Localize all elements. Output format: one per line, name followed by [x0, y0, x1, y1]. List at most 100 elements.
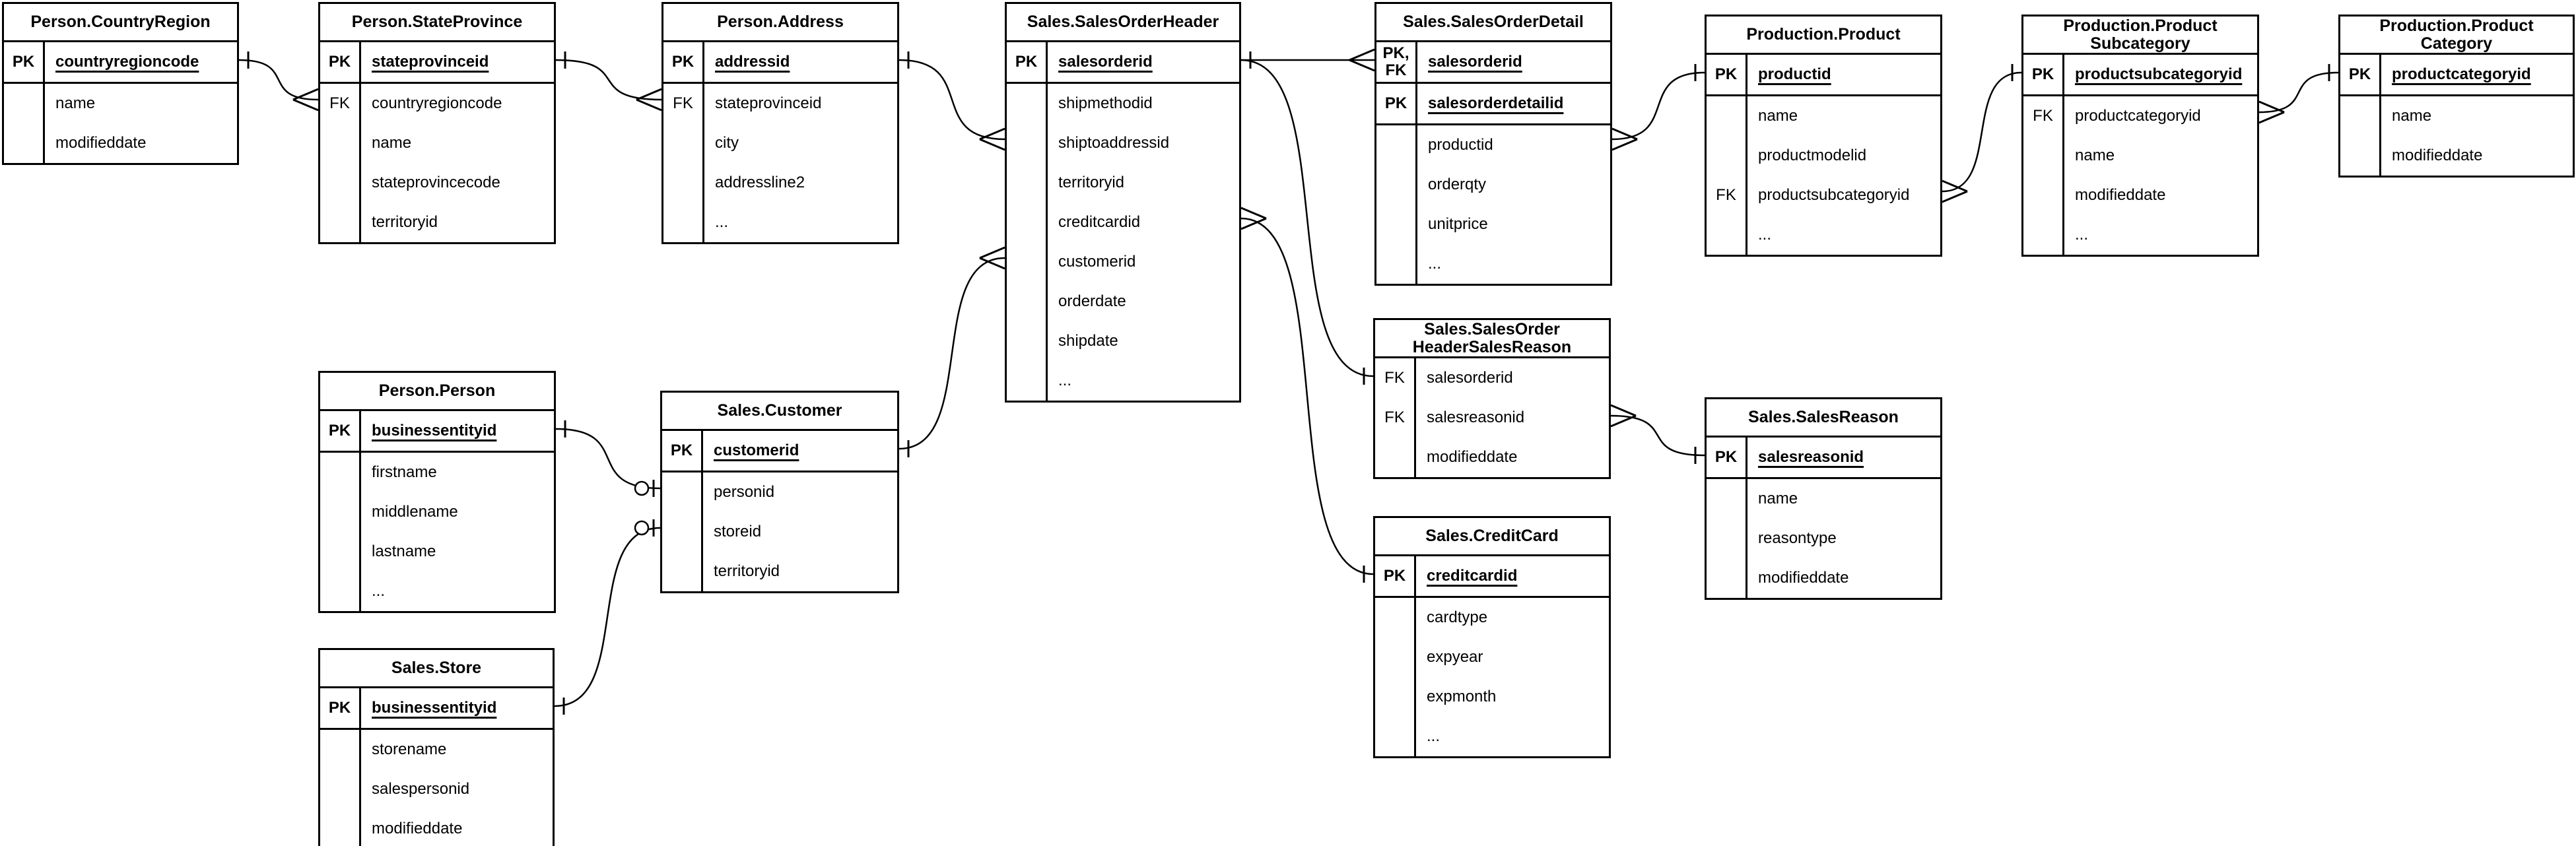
- entity-row[interactable]: ...: [1707, 215, 1940, 255]
- entity-row[interactable]: name: [4, 84, 237, 123]
- entity-row[interactable]: name: [320, 123, 554, 163]
- entity-row[interactable]: name: [1707, 479, 1940, 519]
- connection-address-salesorderheader[interactable]: [898, 51, 1005, 151]
- entity-row[interactable]: addressline2: [663, 163, 897, 203]
- entity-row[interactable]: creditcardid: [1007, 203, 1239, 242]
- connection-stateprovince-address[interactable]: [555, 51, 662, 112]
- entity-row[interactable]: stateprovincecode: [320, 163, 554, 203]
- entity-row[interactable]: territoryid: [320, 203, 554, 242]
- entity-row[interactable]: expmonth: [1375, 677, 1609, 717]
- entity-row[interactable]: shipmethodid: [1007, 84, 1239, 123]
- connection-customer-salesorderheader[interactable]: [898, 246, 1005, 457]
- entity-row[interactable]: ...: [320, 571, 554, 611]
- relationship-line[interactable]: [1240, 217, 1374, 575]
- entity-row[interactable]: city: [663, 123, 897, 163]
- entity-row[interactable]: modifieddate: [1375, 438, 1609, 477]
- entity-row[interactable]: personid: [662, 472, 897, 512]
- entity-row[interactable]: storeid: [662, 512, 897, 552]
- entity-row[interactable]: reasontype: [1707, 519, 1940, 558]
- entity-row[interactable]: ...: [1375, 717, 1609, 756]
- connection-store-customer[interactable]: [554, 519, 661, 715]
- entity-row[interactable]: modifieddate: [4, 123, 237, 163]
- entity-row[interactable]: modifieddate: [2023, 176, 2257, 215]
- entity-row[interactable]: salespersonid: [320, 769, 553, 809]
- relationship-line[interactable]: [898, 257, 1005, 450]
- entity-row[interactable]: ...: [663, 203, 897, 242]
- entity-row[interactable]: unitprice: [1376, 205, 1610, 244]
- entity-row[interactable]: modifieddate: [320, 809, 553, 846]
- entity-row[interactable]: territoryid: [1007, 163, 1239, 203]
- connection-person-customer[interactable]: [555, 420, 661, 497]
- entity-row[interactable]: firstname: [320, 453, 554, 492]
- relationship-line[interactable]: [555, 59, 662, 101]
- entity-row[interactable]: modifieddate: [2340, 136, 2573, 176]
- connection-creditcard-salesorderheader[interactable]: [1240, 207, 1374, 583]
- entity-row[interactable]: name: [2023, 136, 2257, 176]
- entity-row[interactable]: ...: [2023, 215, 2257, 255]
- entity-row[interactable]: productid: [1376, 125, 1610, 165]
- relationship-line[interactable]: [2258, 71, 2339, 114]
- entity-row[interactable]: orderqty: [1376, 165, 1610, 205]
- relationship-line[interactable]: [1611, 71, 1705, 141]
- entity-row[interactable]: ...: [1007, 361, 1239, 401]
- relationship-line[interactable]: [554, 527, 661, 707]
- entity-row[interactable]: ...: [1376, 244, 1610, 284]
- entity-row[interactable]: modifieddate: [1707, 558, 1940, 598]
- relationship-line[interactable]: [1240, 59, 1374, 377]
- entity-row[interactable]: name: [1707, 96, 1940, 136]
- entity-row[interactable]: name: [2340, 96, 2573, 136]
- connection-salesorderheader-headersalesreason[interactable]: [1240, 59, 1374, 385]
- relationship-line[interactable]: [898, 59, 1005, 141]
- relationship-line[interactable]: [238, 59, 319, 101]
- entity-row[interactable]: shiptoaddressid: [1007, 123, 1239, 163]
- entity-row[interactable]: storename: [320, 730, 553, 769]
- entity-row[interactable]: middlename: [320, 492, 554, 532]
- entity-row[interactable]: productmodelid: [1707, 136, 1940, 176]
- connection-salesorderheader-salesorderdetail[interactable]: [1241, 48, 1375, 72]
- entity-row[interactable]: expyear: [1375, 637, 1609, 677]
- relationship-line[interactable]: [1610, 414, 1705, 457]
- entity-row[interactable]: customerid: [1007, 242, 1239, 282]
- connection-salesorderdetail-product[interactable]: [1611, 64, 1705, 151]
- entity-row[interactable]: orderdate: [1007, 282, 1239, 321]
- connection-countryregion-stateprovince[interactable]: [238, 51, 319, 112]
- entity-row[interactable]: territoryid: [662, 552, 897, 591]
- relationship-line[interactable]: [555, 428, 661, 490]
- connection-headersalesreason-salesreason[interactable]: [1610, 404, 1705, 464]
- entity-row[interactable]: shipdate: [1007, 321, 1239, 361]
- entity-row[interactable]: lastname: [320, 532, 554, 571]
- entity-row[interactable]: cardtype: [1375, 598, 1609, 637]
- connection-productsubcategory-productcategory[interactable]: [2258, 64, 2339, 124]
